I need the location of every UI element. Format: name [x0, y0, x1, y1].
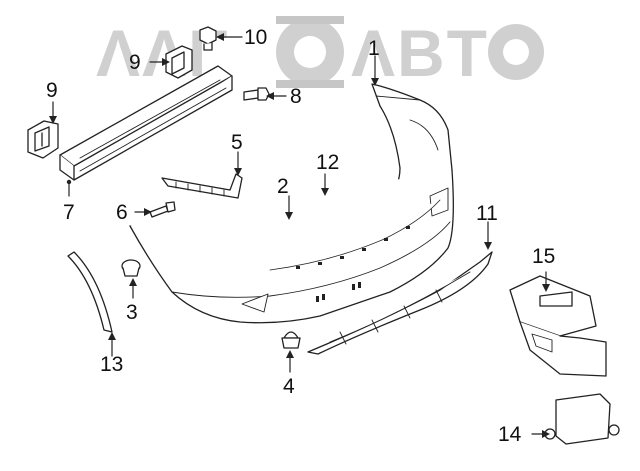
- bracket-assembly: [509, 275, 607, 377]
- callout-14: 14: [498, 423, 522, 446]
- callout-1: 1: [368, 37, 380, 60]
- callout-7: 7: [63, 201, 75, 224]
- arrowheads: [49, 33, 550, 438]
- clip-part-4: [281, 331, 301, 349]
- callout-9-left: 9: [46, 79, 58, 102]
- screw-part-6: [149, 201, 176, 218]
- callout-2: 2: [277, 175, 289, 198]
- callout-3: 3: [126, 301, 138, 324]
- callout-5: 5: [231, 131, 243, 154]
- bolt-part-8: [243, 87, 270, 101]
- callout-13: 13: [100, 353, 124, 376]
- callout-8: 8: [290, 85, 302, 108]
- lower-diffuser: [307, 251, 493, 355]
- bolt-part-10: [199, 26, 217, 51]
- callout-9-top: 9: [129, 51, 141, 74]
- callout-12: 12: [316, 151, 340, 174]
- callout-6: 6: [116, 201, 128, 224]
- leader-lines: [52, 36, 547, 435]
- bumper-reinforcement-beam: [59, 65, 233, 181]
- callout-10: 10: [244, 26, 268, 49]
- sensor-module: [544, 393, 620, 445]
- bumper-side-bracket: [161, 173, 243, 199]
- callout-4: 4: [283, 375, 295, 398]
- beam-top-bracket: [165, 45, 193, 79]
- clip-part-3: [121, 259, 141, 277]
- callout-15: 15: [532, 245, 556, 268]
- beam-side-bracket: [27, 120, 59, 159]
- callout-11: 11: [476, 202, 498, 225]
- svg-text:ΛΒΤ: ΛΒΤ: [351, 16, 489, 90]
- trim-strip: [67, 251, 113, 333]
- rear-bumper-cover: [129, 83, 454, 324]
